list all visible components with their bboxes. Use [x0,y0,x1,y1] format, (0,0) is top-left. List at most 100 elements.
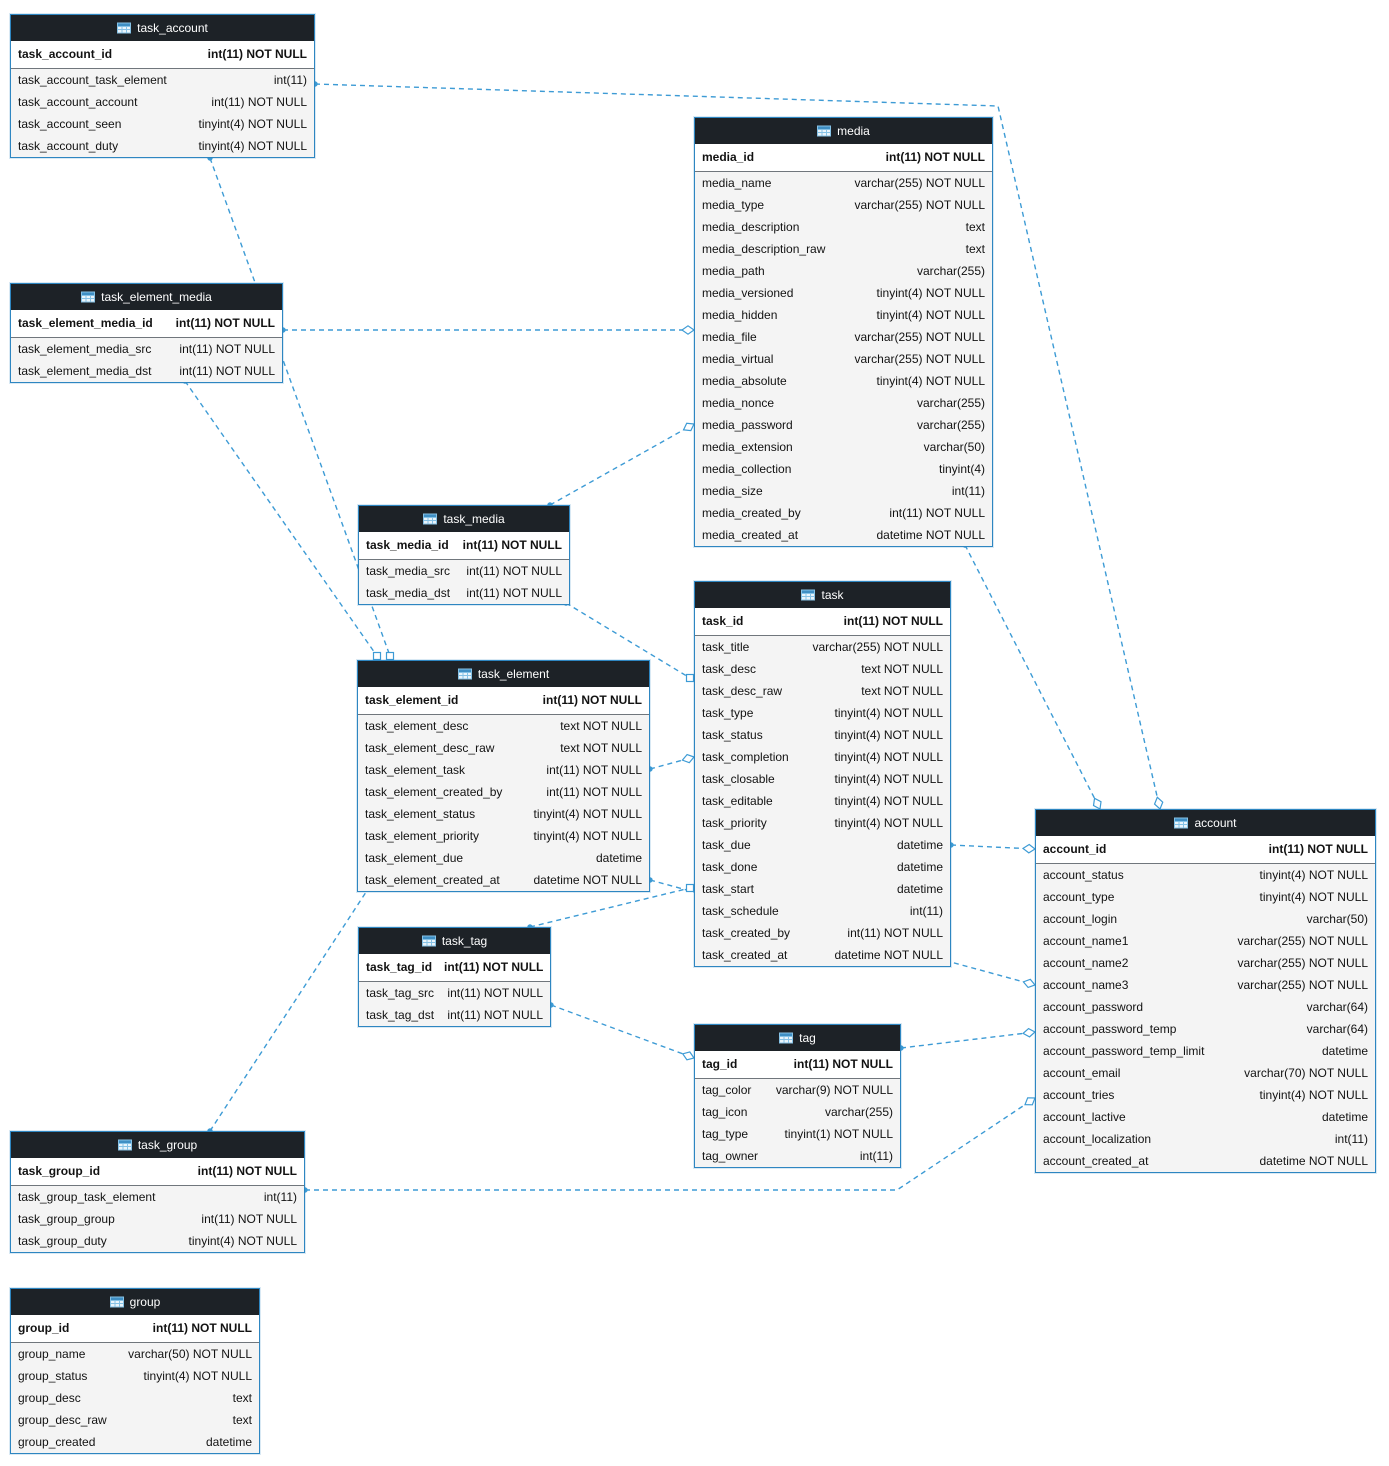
table-header-group[interactable]: group [11,1289,259,1315]
column-type: int(11) NOT NULL [793,1057,893,1071]
column-type: varchar(70) NOT NULL [1244,1066,1368,1080]
column-name: task_completion [702,750,789,764]
table-header-task[interactable]: task [695,582,950,608]
column-name: group_name [18,1347,86,1361]
column-type: tinyint(4) NOT NULL [1259,868,1368,882]
column-type: datetime [595,851,642,865]
column-name: media_name [702,176,772,190]
table-header-task_element_media[interactable]: task_element_media [11,284,282,310]
column-type: int(11) NOT NULL [847,926,943,940]
relationship-task_element_media-to-media [280,325,696,335]
column-name: account_id [1043,842,1107,856]
column-name: task_editable [702,794,773,808]
column-type: int(11) NOT NULL [175,316,275,330]
column-name: media_file [702,330,757,344]
relationship-line[interactable] [900,1031,1036,1049]
column-name: task_account_task_element [18,73,167,87]
column-name: task_closable [702,772,775,786]
column-name: task_group_duty [18,1234,107,1248]
column-name: task_group_task_element [18,1190,156,1204]
column-name: task_tag_src [366,986,435,1000]
connector-square [372,651,382,661]
column-name: task_tag_dst [366,1008,435,1022]
table-header-task_element[interactable]: task_element [358,661,649,687]
column-name: task_element_media_src [18,342,152,356]
relationship-line[interactable] [314,83,1161,810]
relationship-line[interactable] [529,887,691,928]
table-title: task_media [443,512,505,526]
table-header-tag[interactable]: tag [695,1025,900,1051]
column-type: tinyint(1) NOT NULL [784,1127,893,1141]
relationship-task-to-account [948,842,1037,854]
relationship-line[interactable] [305,1097,1036,1191]
column-type: int(11) [1334,1132,1368,1146]
column-name: task_element_status [365,807,476,821]
relationship-line[interactable] [184,380,378,657]
table-icon [1174,817,1189,829]
column-name: account_name3 [1043,978,1129,992]
table-header-media[interactable]: media [695,118,992,144]
column-type: text [232,1413,252,1427]
column-type: tinyint(4) NOT NULL [834,728,943,742]
connector-diamond [682,422,695,432]
table-title: task_account [137,21,208,35]
table-title: tag [799,1031,816,1045]
column-type: tinyint(4) NOT NULL [1259,1088,1368,1102]
relationship-line[interactable] [964,544,1101,810]
table-title: task_element [477,667,550,681]
table-icon [109,1296,124,1308]
column-type: int(11) NOT NULL [201,1212,297,1226]
table-header-task_account[interactable]: task_account [11,15,314,41]
column-name: media_id [702,150,755,164]
column-type: int(11) NOT NULL [546,785,642,799]
relationship-line[interactable] [549,423,695,506]
column-type: tinyint(4) NOT NULL [533,829,642,843]
column-type: datetime NOT NULL [1259,1154,1369,1168]
column-type: text [965,220,985,234]
relationship-line[interactable] [209,885,371,1132]
table-header-task_tag[interactable]: task_tag [359,928,550,954]
column-type: int(11) NOT NULL [444,960,544,974]
column-type: datetime NOT NULL [533,873,643,887]
table-icon [457,668,472,680]
table-header-task_media[interactable]: task_media [359,506,569,532]
column-name: task_created_by [702,926,791,940]
relationship-line[interactable] [565,602,691,679]
column-type: varchar(255) [916,418,985,432]
column-type: text NOT NULL [861,662,943,676]
connector-diamond [1153,796,1164,811]
column-type: int(11) NOT NULL [542,693,642,707]
relationship-line[interactable] [550,1004,695,1059]
relationship-tag-to-account [898,1027,1037,1051]
table-header-task_group[interactable]: task_group [11,1132,304,1158]
column-name: account_type [1043,890,1115,904]
column-type: int(11) NOT NULL [152,1321,252,1335]
column-name: tag_owner [702,1149,759,1163]
table-header-account[interactable]: account [1036,810,1375,836]
